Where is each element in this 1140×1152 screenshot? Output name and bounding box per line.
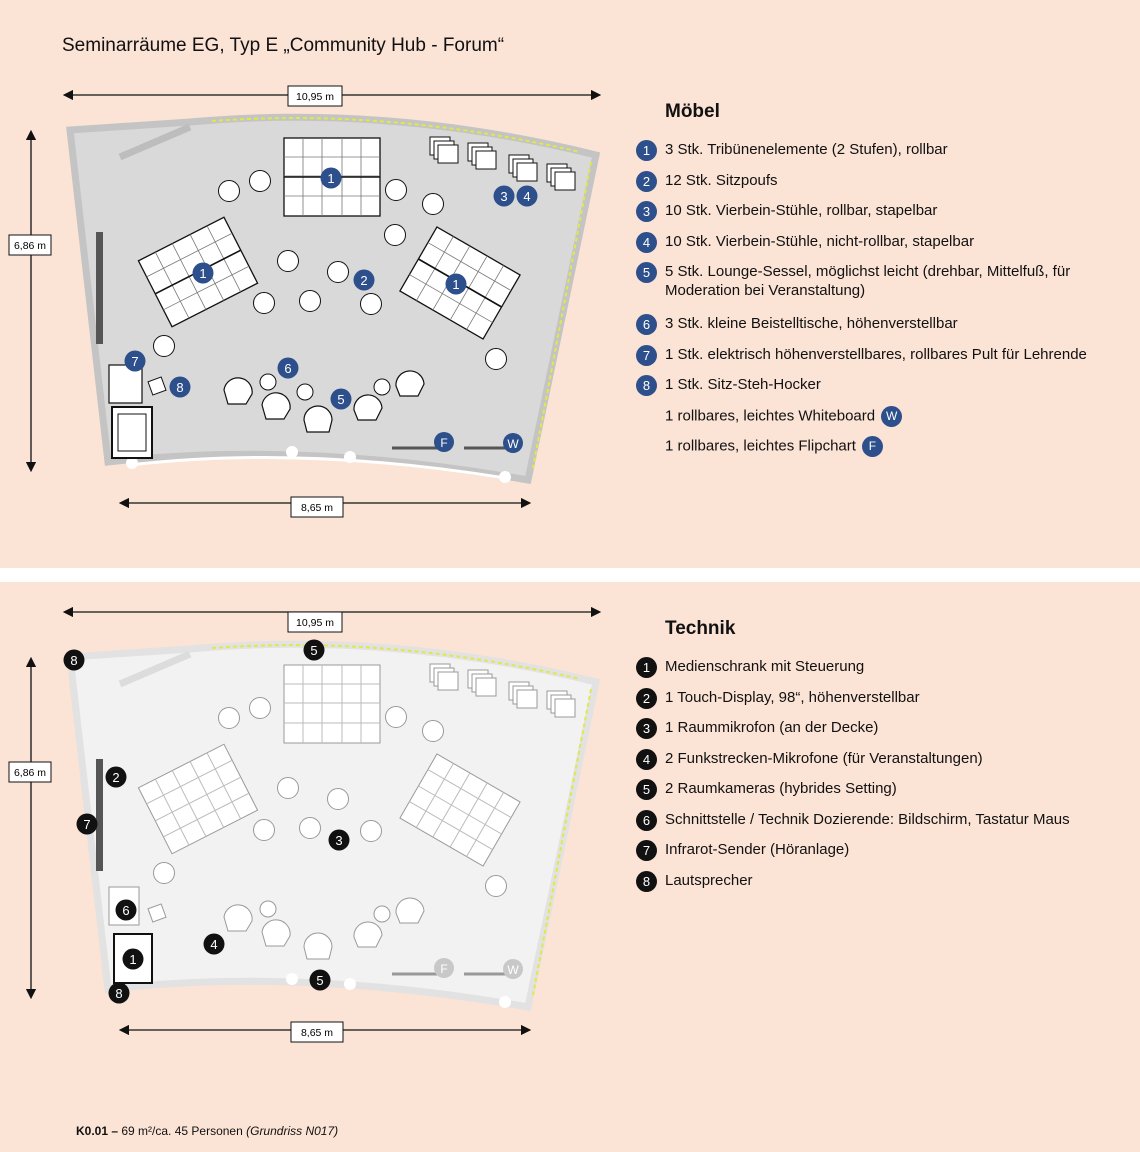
svg-text:3: 3 (500, 189, 507, 204)
svg-text:1: 1 (129, 952, 136, 967)
page-title: Seminarräume EG, Typ E „Community Hub - … (62, 35, 505, 56)
whiteboard-badge: W (881, 405, 903, 427)
technology-floor-plan: 10,95 m 6,86 m 8,65 m (8, 606, 602, 1043)
svg-text:8: 8 (176, 380, 183, 395)
svg-text:7: 7 (131, 354, 138, 369)
svg-text:7: 7 (83, 817, 90, 832)
room-capacity: 69 m²/ca. 45 Personen (118, 1124, 247, 1138)
svg-text:6: 6 (284, 361, 291, 376)
poufs (153, 170, 507, 370)
touch-display (96, 759, 103, 871)
technology-badges: 1 2 3 4 5 5 6 7 8 8 (63, 639, 350, 1004)
furniture-floor-plan: 10,95 m 6,86 m 8,65 m (8, 85, 602, 518)
faded-furniture (108, 663, 576, 960)
svg-text:8: 8 (115, 986, 122, 1001)
svg-text:8: 8 (70, 653, 77, 668)
plan-reference: (Grundriss N017) (246, 1124, 339, 1138)
svg-text:4: 4 (523, 189, 530, 204)
display-bar (96, 232, 103, 344)
dimension-label-height: 6,86 m (14, 240, 46, 252)
technology-panel: 10,95 m 6,86 m 8,65 m (0, 582, 1140, 1152)
flipchart-marker: F (440, 436, 447, 450)
svg-text:3: 3 (335, 833, 342, 848)
svg-text:6: 6 (122, 903, 129, 918)
svg-text:1: 1 (199, 266, 206, 281)
svg-text:1: 1 (452, 277, 459, 292)
whiteboard-marker: W (507, 437, 519, 451)
svg-text:2: 2 (360, 273, 367, 288)
svg-text:W: W (507, 963, 519, 977)
dimension-label-bottom: 8,65 m (301, 502, 333, 514)
dimension-label-bottom: 8,65 m (301, 1027, 333, 1039)
room-code: K0.01 – (76, 1124, 119, 1138)
dimension-label-width: 10,95 m (296, 91, 334, 103)
stacked-chairs (429, 136, 576, 191)
room-floor (66, 113, 601, 485)
furniture-badges: 1 1 1 2 3 4 5 6 7 8 (124, 167, 538, 410)
flipchart-badge: F (861, 436, 883, 457)
lounge-chairs (223, 370, 425, 433)
cabinet (111, 406, 153, 459)
dimension-label-width: 10,95 m (296, 617, 334, 629)
svg-text:F: F (440, 962, 447, 976)
furniture-heading: Möbel (665, 101, 720, 122)
technology-heading: Technik (665, 618, 736, 639)
stool (147, 376, 167, 396)
footer-note: K0.01 – 69 m²/ca. 45 Personen (Grundriss… (76, 1124, 338, 1138)
furniture-panel: Seminarräume EG, Typ E „Community Hub - … (0, 0, 1140, 568)
panel-divider (0, 568, 1140, 582)
svg-text:4: 4 (210, 937, 217, 952)
window-side (532, 161, 592, 469)
svg-text:2: 2 (112, 770, 119, 785)
svg-text:5: 5 (316, 973, 323, 988)
svg-text:5: 5 (337, 392, 344, 407)
svg-text:1: 1 (327, 171, 334, 186)
dimension-label-height: 6,86 m (14, 767, 46, 779)
svg-text:5: 5 (310, 643, 317, 658)
side-tables (259, 373, 391, 401)
